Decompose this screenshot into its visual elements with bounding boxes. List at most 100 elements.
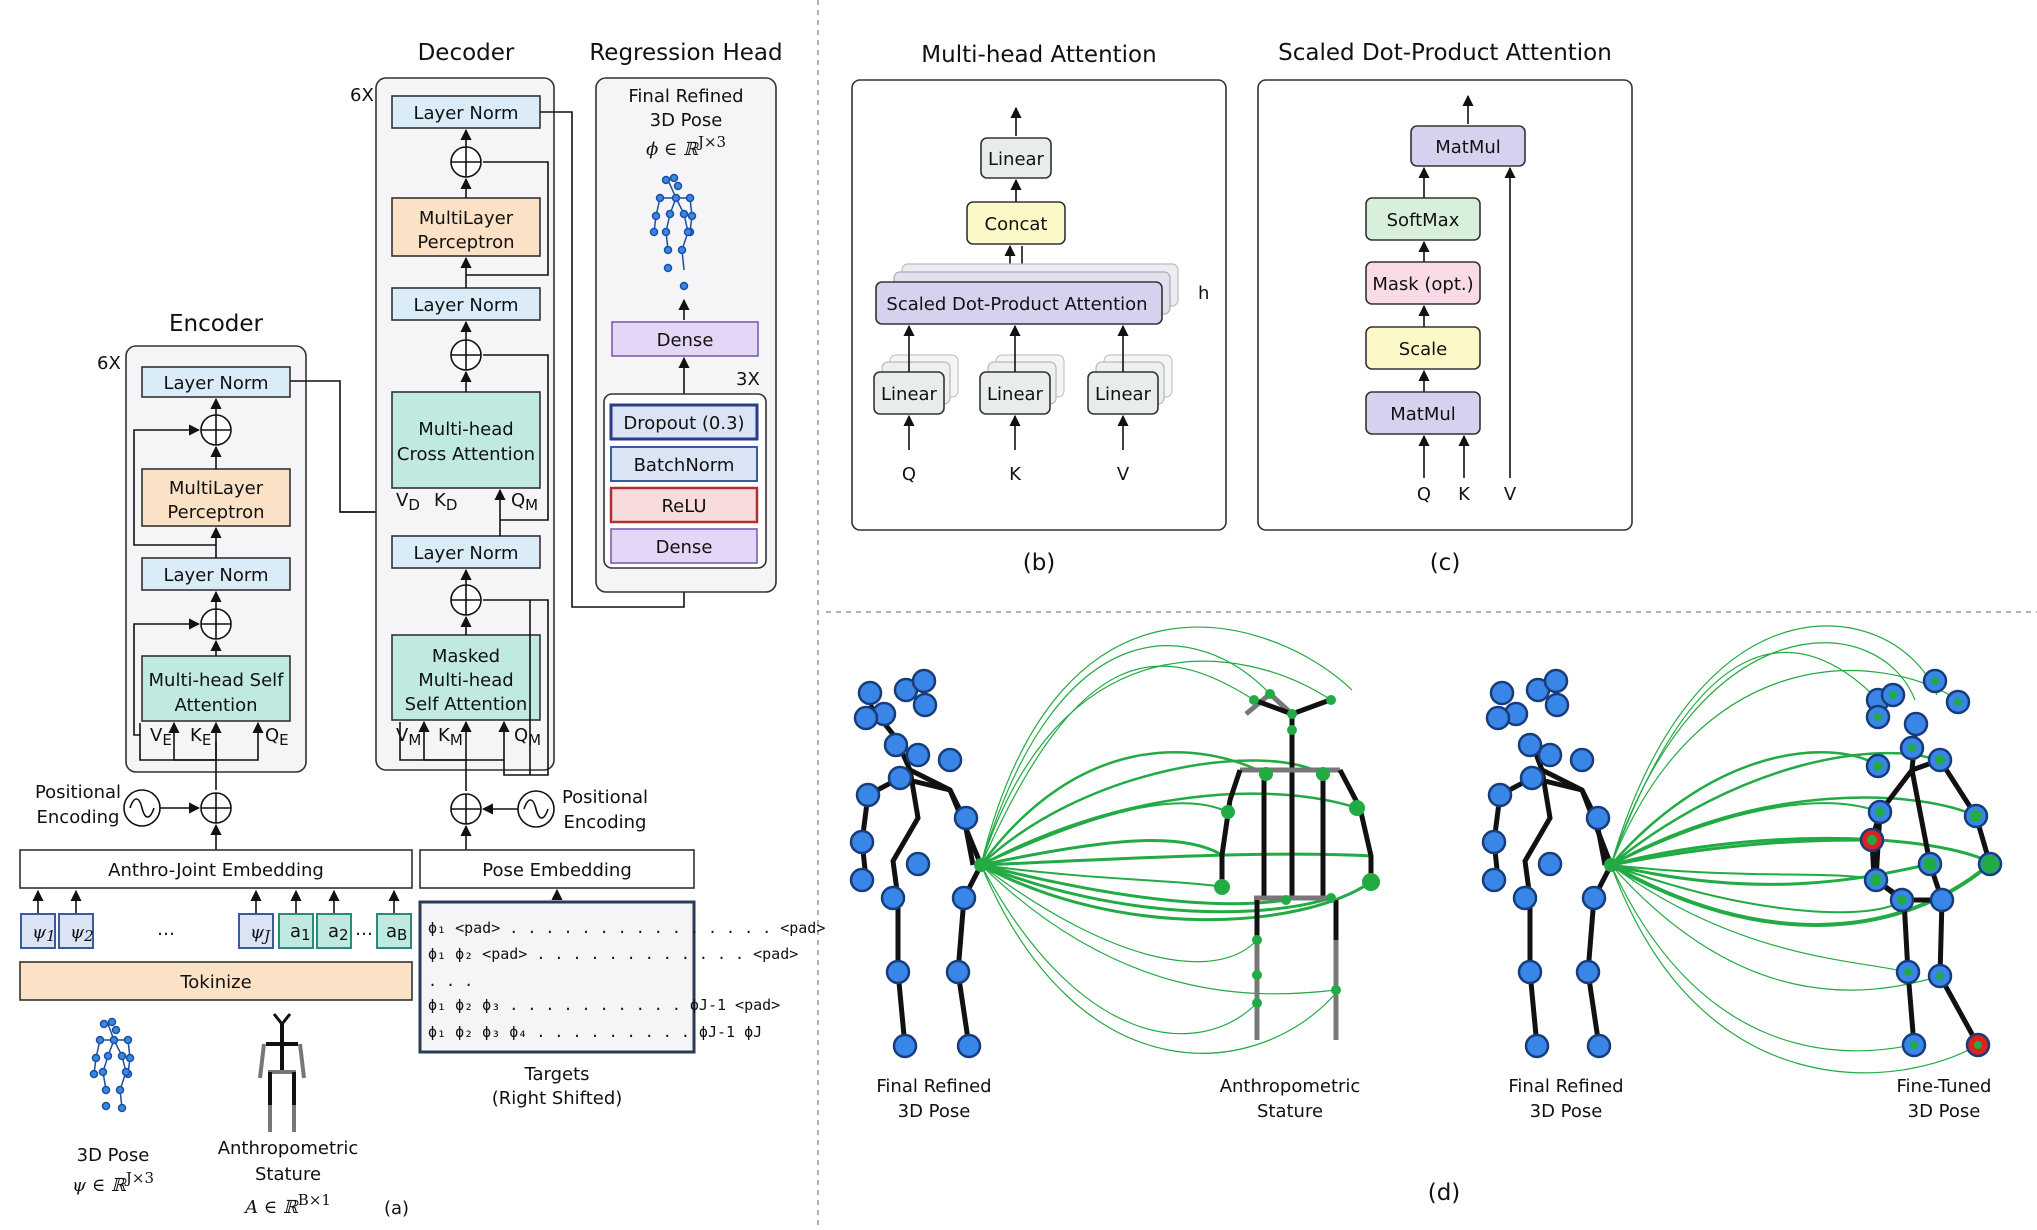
pose-embedding-label: Pose Embedding (482, 860, 632, 881)
stature-fig-label-2: Stature (1257, 1101, 1323, 1122)
regression-out-math: ϕ ∈ ℝJ×3 (646, 133, 726, 160)
mha-v-label: V (1117, 464, 1130, 485)
encoder-block: Encoder 6X Layer Norm MultiLayer Percept… (19, 311, 446, 1218)
token-psi-j-label: ψJ (250, 922, 271, 945)
sdpa-v-label: V (1504, 484, 1517, 505)
sdpa-title: Scaled Dot-Product Attention (1278, 40, 1612, 66)
target-row-2: ϕ₁ ϕ₂ <pad> . . . . . . . . . . . . <pad… (428, 945, 798, 963)
stature-math: A ∈ ℝB×1 (243, 1191, 331, 1218)
decoder-layer-norm-2 (391, 287, 541, 321)
decoder-masked-q: QM (514, 725, 541, 749)
regression-dense-bottom-label: Dense (656, 537, 713, 558)
token-psi-2-label: ψ2 (70, 922, 94, 945)
sdpa-softmax (1365, 197, 1481, 241)
token-psi-j (238, 913, 274, 949)
token-a-b (376, 913, 412, 949)
right-query-joint (1604, 858, 1618, 872)
sdpa-q-label: Q (1417, 484, 1431, 505)
sdpa-matmul-bottom-label: MatMul (1390, 404, 1456, 425)
decoder-pos-wave (517, 790, 555, 828)
left-pose-label-2: 3D Pose (898, 1101, 971, 1122)
dropout-label: Dropout (0.3) (623, 413, 744, 434)
sdpa-matmul-top (1410, 125, 1526, 167)
decoder-pos-add (450, 793, 482, 825)
decoder-to-head-link (540, 111, 690, 608)
sdpa-matmul-top-label: MatMul (1435, 137, 1501, 158)
encoder-k: KE (190, 725, 211, 749)
token-psi-1 (20, 913, 56, 949)
right-skeleton-joints (1481, 668, 1612, 1059)
decoder-block: Decoder 6X Layer Norm MultiLayer Percept… (350, 40, 825, 1219)
multi-head-attention-panel: Multi-head Attention Linear Concat Scale… (851, 42, 1227, 576)
decoder-layer-norm-top-label: Layer Norm (413, 103, 518, 124)
decoder-layer-norm-2-label: Layer Norm (413, 295, 518, 316)
mha-linear-q-stack: Linear (873, 354, 959, 415)
panel-label-d: (d) (1428, 1180, 1461, 1206)
token-ellipsis-2: … (355, 919, 373, 940)
sdpa-box (1257, 79, 1633, 531)
right-pose-label-2: 3D Pose (1530, 1101, 1603, 1122)
token-psi-2 (58, 913, 94, 949)
pose-embedding (419, 849, 695, 889)
decoder-cross-v: VD (396, 490, 420, 514)
regression-head: Regression Head Final Refined 3D Pose ϕ … (589, 40, 783, 593)
anthro-joint-embedding (19, 849, 413, 889)
regression-out-label-2: 3D Pose (650, 110, 723, 131)
decoder-cross-q: QM (511, 490, 538, 514)
regression-dense-top (611, 321, 759, 357)
decoder-cross-k: KD (434, 490, 457, 514)
right-pose-label-1: Final Refined (1508, 1076, 1623, 1097)
panel-label-c: (c) (1430, 550, 1461, 576)
encoder-mlp-label-2: Perceptron (167, 502, 264, 523)
dropout-block (609, 403, 759, 441)
mha-h-label: h (1198, 283, 1209, 304)
mha-sdpa-label: Scaled Dot-Product Attention (886, 294, 1147, 315)
encoder-q: QE (265, 725, 289, 749)
mha-linear-q-label: Linear (881, 384, 938, 405)
token-a-2 (316, 913, 352, 949)
mha-k-label: K (1009, 464, 1022, 485)
stature-icon (258, 1013, 306, 1132)
decoder-masked-label-1: Masked (432, 646, 500, 667)
encoder-layer-norm-top (141, 366, 291, 398)
encoder-pos-label-2: Encoding (37, 807, 120, 828)
stature-skeleton-bones (1219, 690, 1374, 1040)
tuned-attention-dots (1867, 677, 1999, 1049)
encoder-add-top (200, 414, 232, 446)
decoder-masked-label-3: Self Attention (405, 694, 528, 715)
encoder-add-bottom (200, 608, 232, 640)
mha-concat (966, 201, 1066, 245)
tokenize-block (19, 961, 413, 1001)
encoder-pos-label-1: Positional (35, 782, 121, 803)
targets-box (418, 900, 696, 1054)
pose-icon (89, 1017, 135, 1113)
token-a-1 (278, 913, 314, 949)
decoder-add-mid (450, 339, 482, 371)
tuned-skeleton-bones (1869, 723, 1993, 1047)
decoder-mlp (391, 197, 541, 257)
decoder-layer-norm-3-label: Layer Norm (413, 543, 518, 564)
sdpa-mask-label: Mask (opt.) (1372, 274, 1473, 295)
token-psi-1-label: ψ1 (32, 922, 56, 945)
decoder-layer-norm-top (391, 95, 541, 129)
left-skeleton-joints (849, 668, 982, 1059)
relu-block (609, 486, 759, 524)
panel-label-b: (b) (1023, 550, 1056, 576)
anthro-joint-embedding-label: Anthro-Joint Embedding (108, 860, 324, 881)
panel-label-a: (a) (384, 1198, 409, 1219)
target-row-3: . . . (428, 972, 473, 990)
mha-linear-v-label: Linear (1095, 384, 1152, 405)
target-row-4: ϕ₁ ϕ₂ ϕ₃ . . . . . . . . . . ϕJ-1 <pad> (428, 996, 780, 1014)
encoder-layer-norm-mid-label: Layer Norm (163, 565, 268, 586)
decoder-mlp-label-2: Perceptron (417, 232, 514, 253)
target-row-5: ϕ₁ ϕ₂ ϕ₃ ϕ₄ . . . . . . . . . ϕJ-1 ϕJ (428, 1023, 762, 1041)
targets-label-2: (Right Shifted) (492, 1088, 623, 1109)
tuned-pose-label-2: 3D Pose (1908, 1101, 1981, 1122)
output-pose-icon (649, 173, 697, 291)
token-a-1-label: a1 (290, 921, 311, 944)
regression-dense-top-label: Dense (657, 330, 714, 351)
pose-label: 3D Pose (77, 1145, 150, 1166)
regression-title: Regression Head (589, 40, 782, 66)
target-row-1: ϕ₁ <pad> . . . . . . . . . . . . . . . <… (428, 919, 825, 937)
